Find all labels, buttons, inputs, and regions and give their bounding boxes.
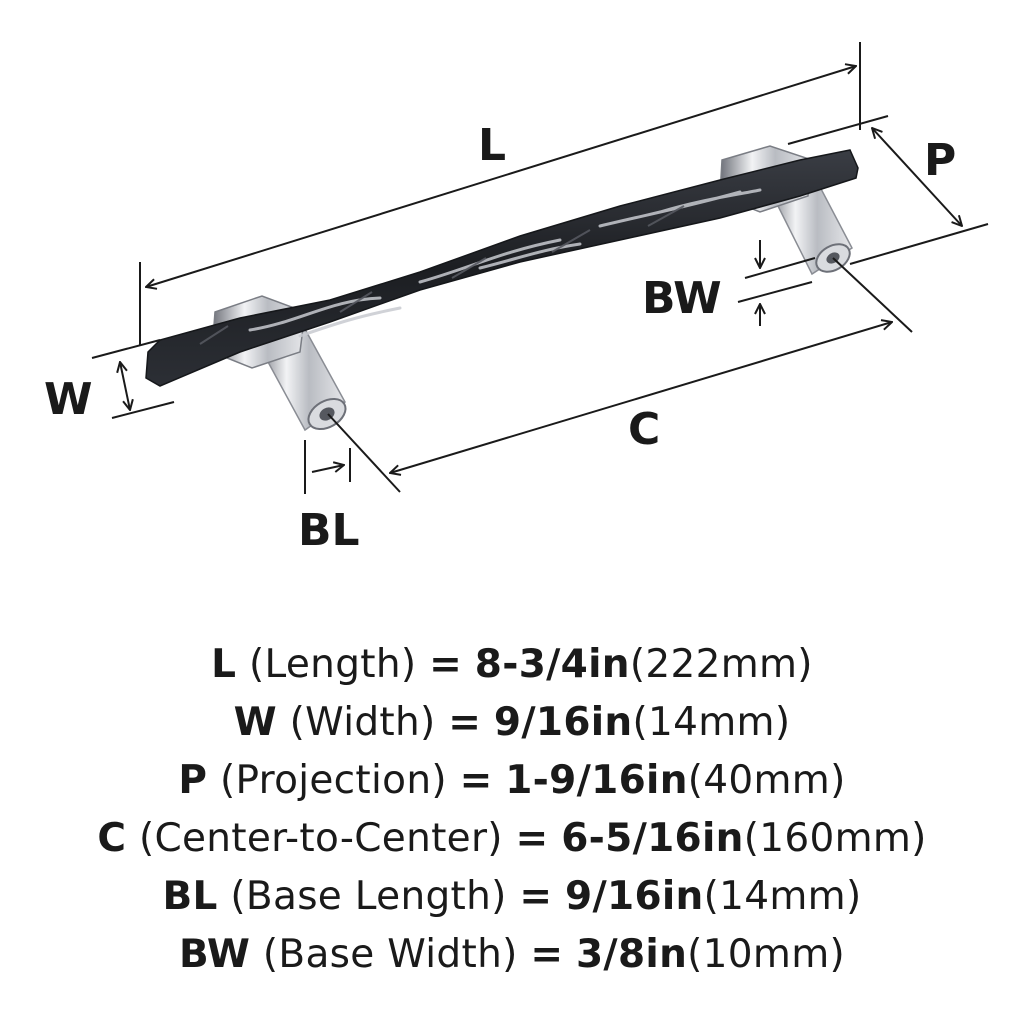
- base-length-dimension-line: [311, 465, 344, 473]
- pull-handle-illustration: [145, 145, 859, 432]
- spec-code: BL: [162, 874, 218, 919]
- spec-imperial: 9/16in: [565, 874, 704, 919]
- dimension-labels: L P W BW BL C: [44, 120, 956, 556]
- spec-code: C: [97, 816, 127, 861]
- dimension-lines: [91, 42, 989, 494]
- spec-row-center-to-center: C (Center-to-Center) = 6-5/16in(160mm): [0, 810, 1024, 868]
- spec-code: L: [211, 642, 237, 687]
- label-BL: BL: [298, 505, 360, 556]
- spec-imperial: 8-3/4in: [474, 642, 630, 687]
- spec-name: (Base Width): [262, 932, 518, 977]
- spec-equals: =: [448, 700, 482, 745]
- spec-name: (Center-to-Center): [138, 816, 503, 861]
- spec-metric: (222mm): [629, 642, 813, 687]
- label-W: W: [44, 374, 93, 425]
- label-P: P: [924, 135, 956, 186]
- spec-name: (Length): [249, 642, 417, 687]
- spec-metric: (160mm): [743, 816, 927, 861]
- label-L: L: [478, 120, 506, 171]
- spec-imperial: 9/16in: [493, 700, 633, 745]
- spec-metric: (14mm): [703, 874, 862, 919]
- specification-list: L (Length) = 8-3/4in(222mm) W (Width) = …: [0, 636, 1024, 984]
- spec-imperial: 6-5/16in: [561, 816, 744, 861]
- length-dimension-line: [146, 66, 856, 287]
- spec-equals: =: [515, 816, 549, 861]
- spec-row-base-length: BL (Base Length) = 9/16in(14mm): [0, 868, 1024, 926]
- spec-equals: =: [429, 642, 463, 687]
- spec-equals: =: [530, 932, 564, 977]
- spec-code: BW: [178, 932, 251, 977]
- center-to-center-dimension-line: [390, 322, 892, 473]
- spec-code: W: [233, 700, 277, 745]
- spec-equals: =: [519, 874, 553, 919]
- spec-metric: (14mm): [632, 700, 791, 745]
- spec-code: P: [178, 758, 208, 803]
- projection-dimension-line: [872, 128, 962, 226]
- width-dimension-line: [120, 362, 130, 410]
- spec-imperial: 1-9/16in: [505, 758, 688, 803]
- spec-name: (Width): [289, 700, 436, 745]
- label-BW: BW: [642, 273, 722, 324]
- spec-row-projection: P (Projection) = 1-9/16in(40mm): [0, 752, 1024, 810]
- spec-metric: (10mm): [687, 932, 845, 977]
- dimension-diagram: L P W BW BL C: [44, 42, 989, 556]
- label-C: C: [628, 404, 660, 455]
- spec-imperial: 3/8in: [576, 932, 688, 977]
- spec-name: (Base Length): [230, 874, 507, 919]
- spec-equals: =: [459, 758, 493, 803]
- spec-name: (Projection): [219, 758, 447, 803]
- spec-metric: (40mm): [687, 758, 846, 803]
- spec-row-length: L (Length) = 8-3/4in(222mm): [0, 636, 1024, 694]
- spec-row-width: W (Width) = 9/16in(14mm): [0, 694, 1024, 752]
- spec-row-base-width: BW (Base Width) = 3/8in(10mm): [0, 926, 1024, 984]
